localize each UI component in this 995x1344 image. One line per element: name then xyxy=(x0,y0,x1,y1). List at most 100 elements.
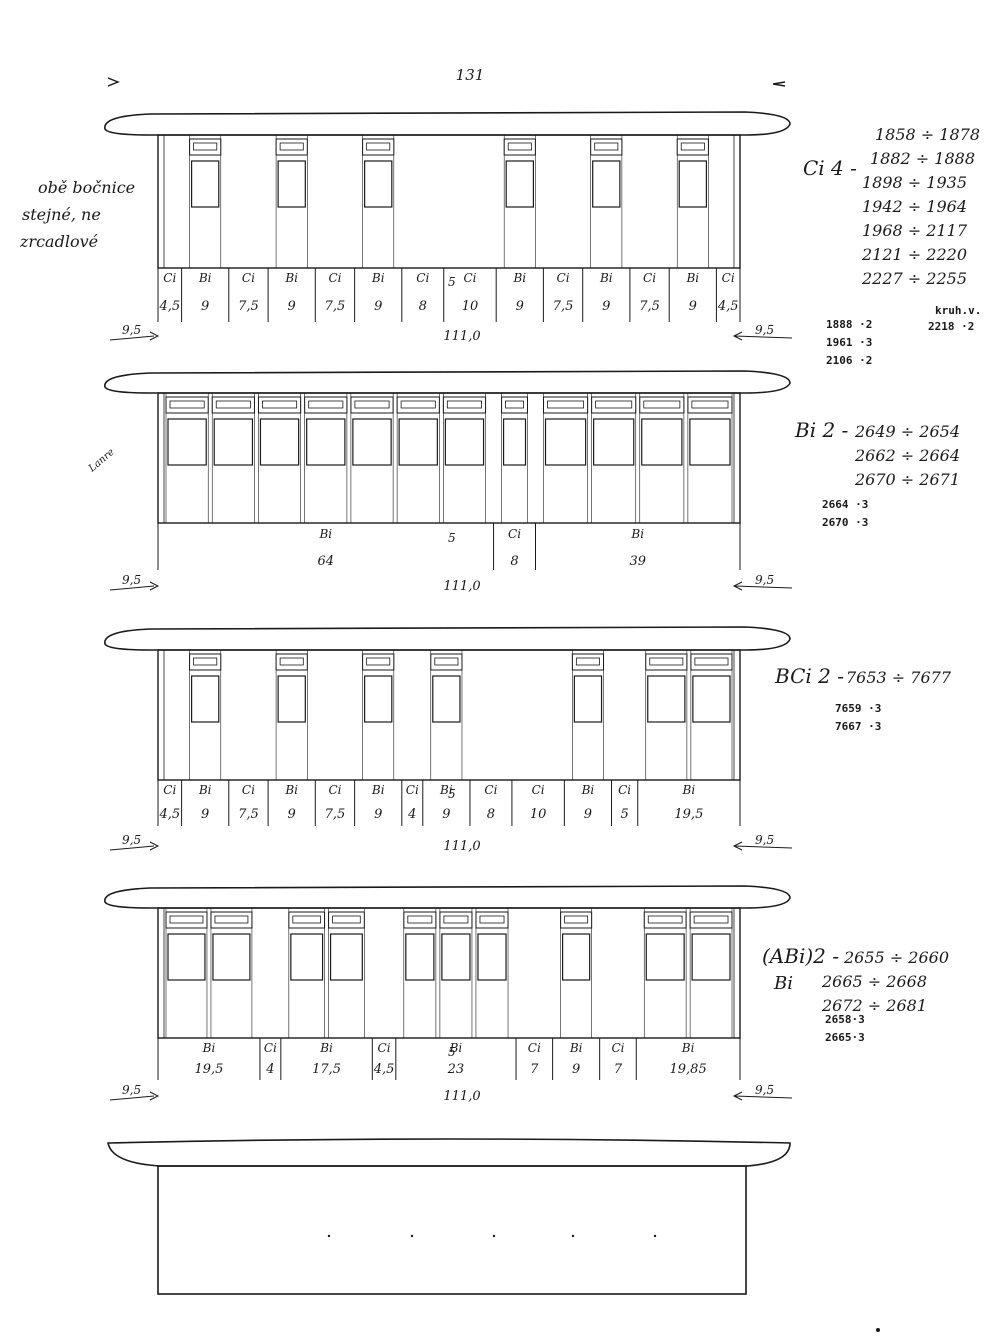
series-range: 2672 ÷ 2681 xyxy=(821,996,927,1015)
end-overhang-left: 9,5 xyxy=(122,323,141,337)
end-overhang-right: 9,5 xyxy=(755,833,774,847)
window-vent-slot xyxy=(507,142,532,151)
coach-roof xyxy=(104,885,791,909)
window-vent-slot xyxy=(366,142,391,151)
series-range: 2665 ÷ 2668 xyxy=(821,972,927,991)
segment: Bi9 xyxy=(267,135,308,322)
series-note: 1888 ·2 xyxy=(826,318,872,331)
total-length-label: 111,0 xyxy=(443,329,480,344)
window-vent-slot xyxy=(647,915,683,924)
window-vent-slot xyxy=(193,657,218,666)
coach-panel-3: Ci4,5Bi9Ci7,5Bi9Ci7,5Bi9Ci4Bi9Ci8Ci10Bi9… xyxy=(104,626,952,854)
segment: Ci4,5 xyxy=(371,1038,394,1080)
segment-class-label: Bi xyxy=(630,527,644,541)
segment-length-label: 9 xyxy=(288,299,296,314)
segment-length-label: 7,5 xyxy=(238,299,259,314)
window-vent-slot xyxy=(407,915,433,924)
mid-note: 5 xyxy=(448,1045,456,1059)
segment-length-label: 8 xyxy=(419,299,427,314)
series-range: 1858 ÷ 1878 xyxy=(875,125,980,144)
window-vent xyxy=(210,911,253,929)
window-vent-slot xyxy=(262,400,298,409)
window-vent xyxy=(571,653,605,671)
window-vent-slot xyxy=(366,657,391,666)
segment-class-label: Bi xyxy=(202,1041,216,1055)
window-pane xyxy=(190,675,220,723)
segment-class-label: Bi xyxy=(284,783,298,797)
series-range: 1968 ÷ 2117 xyxy=(862,221,968,240)
window-pane xyxy=(505,160,534,208)
segment: Bi9 xyxy=(267,650,308,826)
segment: Ci7 xyxy=(599,1038,625,1080)
window-pane xyxy=(213,418,254,466)
segment: Ci4 xyxy=(259,1038,277,1080)
window-vent-slot xyxy=(434,657,459,666)
segment-class-label: Ci xyxy=(328,271,341,285)
segment: Ci7,5 xyxy=(228,780,259,826)
segment: Ci8 xyxy=(401,268,429,322)
stray-mark: Lanre xyxy=(86,447,117,475)
series-note: 2664 ·3 xyxy=(822,498,868,511)
window-vent xyxy=(475,911,509,929)
window-vent xyxy=(689,911,733,929)
window-vent-slot xyxy=(308,400,344,409)
segment-length-label: 9 xyxy=(374,807,382,822)
segment-length-label: 8 xyxy=(510,554,518,569)
segment-length-label: 7,5 xyxy=(325,299,346,314)
window-vent-slot xyxy=(694,657,729,666)
segment: Ci8 xyxy=(493,393,529,570)
end-arrow-left xyxy=(109,841,160,851)
segment-class-label: Bi xyxy=(439,783,453,797)
window-vent-slot xyxy=(505,400,524,409)
window-pane xyxy=(592,160,621,208)
segment-length-label: 19,5 xyxy=(674,807,703,822)
window-vent-slot xyxy=(214,915,249,924)
window-pane xyxy=(593,418,635,466)
series-range: 1882 ÷ 1888 xyxy=(870,149,975,168)
window-vent-slot xyxy=(443,915,469,924)
end-arrow-left xyxy=(109,581,160,591)
window-vent-slot xyxy=(693,915,729,924)
window-pane xyxy=(647,675,686,723)
window-pane xyxy=(544,418,587,466)
segment-length-label: 7,5 xyxy=(639,299,660,314)
segment-class-label: Bi xyxy=(318,527,332,541)
window-vent xyxy=(257,396,302,414)
segment: Ci7 xyxy=(515,1038,541,1080)
window-vent xyxy=(189,653,222,671)
window-vent xyxy=(362,138,395,156)
series-note: 7659 ·3 xyxy=(835,702,881,715)
end-arrow-left xyxy=(109,1091,160,1101)
segment-length-label: 7,5 xyxy=(238,807,259,822)
series-title: (ABi)2 - xyxy=(762,944,839,968)
coach-roof xyxy=(104,370,791,394)
window-pane xyxy=(212,933,251,981)
window-vent-slot xyxy=(354,400,390,409)
window-vent xyxy=(503,138,536,156)
segment-class-label: Ci xyxy=(463,271,476,285)
series-subtitle: Bi xyxy=(773,973,793,994)
window-vent xyxy=(687,396,733,414)
segment-length-label: 19,85 xyxy=(670,1062,707,1077)
end-overhang-right: 9,5 xyxy=(755,573,774,587)
window-pane xyxy=(364,675,393,723)
end-overhang-left: 9,5 xyxy=(122,833,141,847)
end-arrow-right xyxy=(732,841,793,851)
segment-class-label: Bi xyxy=(198,271,212,285)
window-pane xyxy=(444,418,485,466)
segment-length-label: 4,5 xyxy=(158,299,180,314)
segment-length-label: 23 xyxy=(447,1062,465,1077)
segment: Bi9 xyxy=(354,650,395,826)
segment: Ci5 xyxy=(611,780,631,826)
coach-body xyxy=(157,134,741,269)
window-vent-slot xyxy=(594,142,619,151)
end-overhang-right: 9,5 xyxy=(755,1083,774,1097)
window-vent xyxy=(690,653,733,671)
side-note-line-3: zrcadlové xyxy=(19,232,98,251)
series-note: 2658·3 xyxy=(825,1013,865,1026)
window-vent xyxy=(275,653,308,671)
window-vent xyxy=(211,396,255,414)
series-range: 2662 ÷ 2664 xyxy=(854,446,960,465)
